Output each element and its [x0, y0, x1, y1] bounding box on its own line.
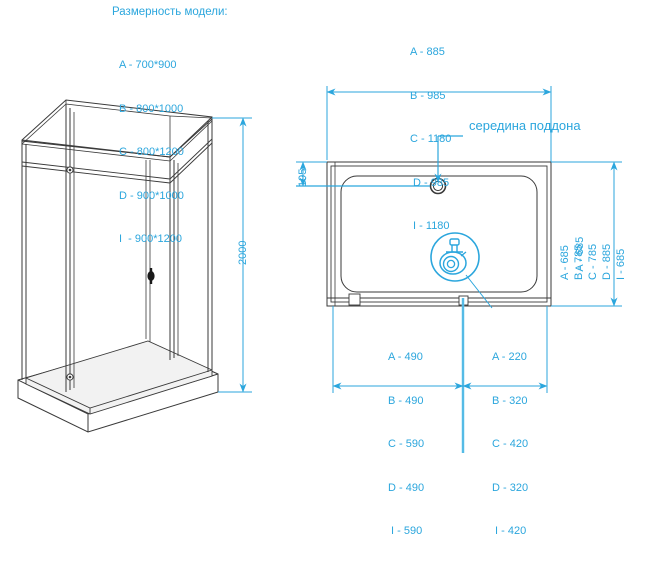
drain-offset-item: A - 490 [388, 351, 423, 363]
door-handle-icon [147, 268, 155, 284]
plan-depth-item: A - 685 [559, 245, 571, 280]
height-dimension-label: 2000 [237, 240, 249, 265]
drain-side-item: C - 420 [492, 438, 529, 450]
plan-depth-item: D - 885 [601, 243, 613, 280]
plan-depth-item: C - 785 [587, 243, 599, 280]
plan-width-list: A - 885 B - 985 C - 1180 D - 985 I - 118… [410, 16, 451, 263]
model-legend-item: B - 800*1000 [119, 102, 184, 115]
corner-post-right [207, 117, 213, 372]
door-leaf-edge [145, 160, 151, 342]
roller-fitting-bottom [66, 373, 74, 381]
drain-siphon-icon [430, 232, 480, 282]
model-legend-item: I - 900*1200 [119, 233, 182, 245]
drain-offset-item: D - 490 [388, 481, 425, 494]
plan-depth-list-group: A - 685 B - 785 C - 785 D - 885 I - 685 [556, 208, 627, 310]
top-rail-front [21, 138, 213, 184]
drain-side-item: D - 320 [492, 481, 529, 494]
model-legend-heading: Размерность модели: [112, 6, 228, 18]
drain-side-item: B - 320 [492, 394, 528, 407]
plan-width-item: I - 1180 [410, 220, 450, 232]
tray-edge-dimension-label: 195 [297, 168, 309, 187]
drain-side-item: I - 420 [492, 525, 527, 537]
center-of-tray-label: середина поддона [469, 118, 581, 133]
plan-width-item: A - 885 [410, 46, 445, 58]
drain-side-item: A - 220 [492, 351, 527, 363]
drain-offset-list: A - 490 B - 490 C - 590 D - 490 I - 590 [388, 321, 424, 568]
plan-width-item: C - 1180 [410, 133, 452, 145]
roller-fitting-top [66, 166, 74, 174]
plan-depth-dimension [551, 161, 622, 307]
corner-post-front-right [169, 157, 179, 360]
plan-width-item: B - 985 [410, 89, 446, 102]
plan-depth-item: B - 785 [573, 244, 585, 280]
model-legend-item: C - 800*1200 [119, 146, 184, 158]
drain-offset-item: C - 590 [388, 438, 425, 450]
technical-drawing-sheet: Размерность модели: A - 700*900 B - 800*… [17, 6, 627, 537]
faucet-hole-icon [429, 177, 447, 195]
tray-edge-dimension-195 [296, 161, 327, 187]
drain-offset-item: B - 490 [388, 394, 424, 407]
plan-depth-item: I - 685 [615, 248, 627, 280]
corner-post-left [21, 140, 27, 380]
drawing-canvas [17, 86, 622, 453]
center-of-tray-leader [296, 135, 463, 187]
height-dimension [212, 117, 252, 393]
plan-width-dimension [326, 86, 552, 162]
plan-width-item: D - 985 [410, 176, 450, 189]
drain-leader-line [465, 274, 493, 309]
plan-bottom-extension-lines [332, 298, 548, 453]
drain-offset-item: I - 590 [388, 525, 423, 537]
center-post [65, 104, 75, 392]
model-legend-item: A - 700*900 [119, 59, 177, 71]
model-legend-list: A - 700*900 B - 800*1000 C - 800*1200 D … [119, 29, 184, 276]
model-legend-item: D - 900*1000 [119, 189, 184, 202]
drain-side-list: A - 220 B - 320 C - 420 D - 320 I - 420 [492, 321, 528, 568]
isometric-cabin-view [17, 99, 219, 433]
